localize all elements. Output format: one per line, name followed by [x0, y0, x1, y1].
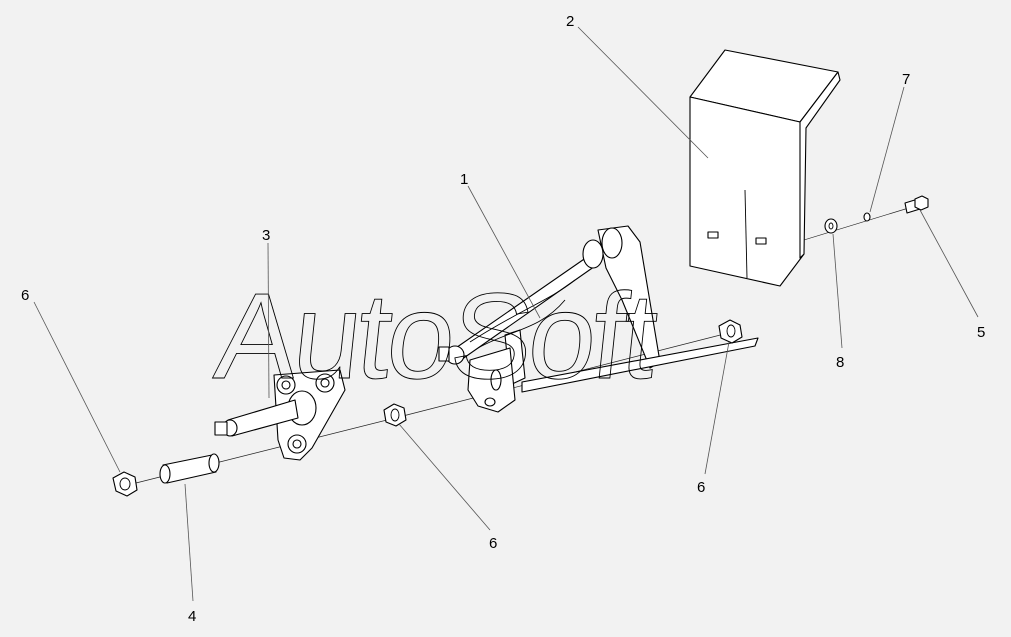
leader-lines	[33, 26, 979, 602]
part-8-washer	[824, 218, 838, 234]
part-6-nuts	[112, 319, 743, 497]
part-7-lock-washer	[863, 212, 871, 222]
callout-6-bottom: 6	[489, 535, 497, 552]
callout-labels: 1 2 3 4 5 6 6 6 7 8	[21, 13, 985, 625]
callout-2: 2	[566, 13, 574, 30]
callout-7: 7	[902, 71, 910, 88]
part-3-flange-shaft	[214, 369, 346, 461]
callout-6-left: 6	[21, 287, 29, 304]
part-2-cover	[689, 49, 841, 287]
part-4-spacer-tube	[159, 453, 220, 484]
callout-6-right: 6	[697, 479, 705, 496]
callout-3: 3	[262, 227, 270, 244]
part-5-bolt	[904, 195, 929, 214]
callout-4: 4	[188, 608, 196, 625]
callout-1: 1	[460, 171, 468, 188]
callout-5: 5	[977, 324, 985, 341]
watermark-text: AutoSoft	[210, 267, 664, 404]
part-1-pedal-bracket	[438, 225, 759, 413]
callout-8: 8	[836, 354, 844, 371]
